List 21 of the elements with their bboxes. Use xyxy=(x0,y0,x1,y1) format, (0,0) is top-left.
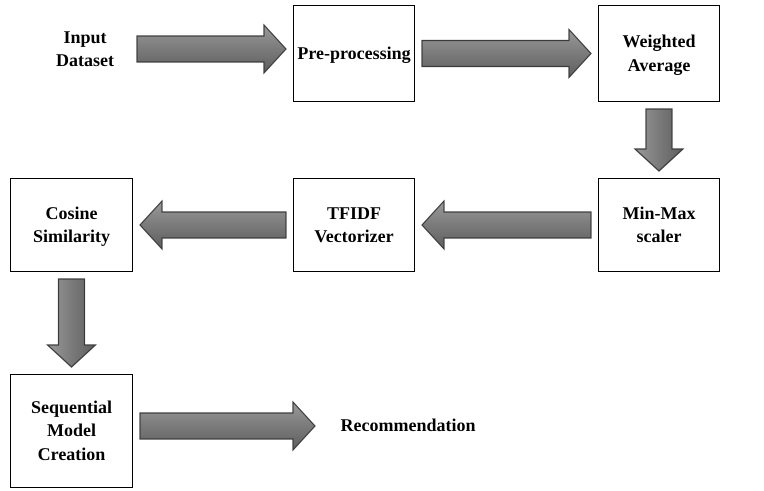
process-label: Cosine Similarity xyxy=(32,202,111,248)
block-arrow xyxy=(139,199,287,251)
block-arrow xyxy=(139,400,316,452)
process-box xyxy=(598,178,720,272)
flow-text: Recommendation xyxy=(340,414,476,438)
process-label: Weighted Average xyxy=(621,30,696,77)
process-box xyxy=(10,374,133,488)
block-arrow xyxy=(136,23,287,75)
block-arrow xyxy=(46,278,98,368)
process-label: TFIDF Vectorizer xyxy=(313,202,395,248)
block-arrow xyxy=(421,28,592,80)
process-box xyxy=(10,178,133,272)
process-label: Pre-processing xyxy=(297,42,411,65)
process-label: Sequential Model Creation xyxy=(30,396,114,466)
block-arrow xyxy=(421,199,592,251)
process-box xyxy=(598,5,720,102)
block-arrow xyxy=(633,108,685,172)
flow-text: Input Dataset xyxy=(55,26,115,72)
process-box xyxy=(293,178,415,272)
process-box xyxy=(293,5,415,102)
process-label: Min-Max scaler xyxy=(622,202,696,248)
